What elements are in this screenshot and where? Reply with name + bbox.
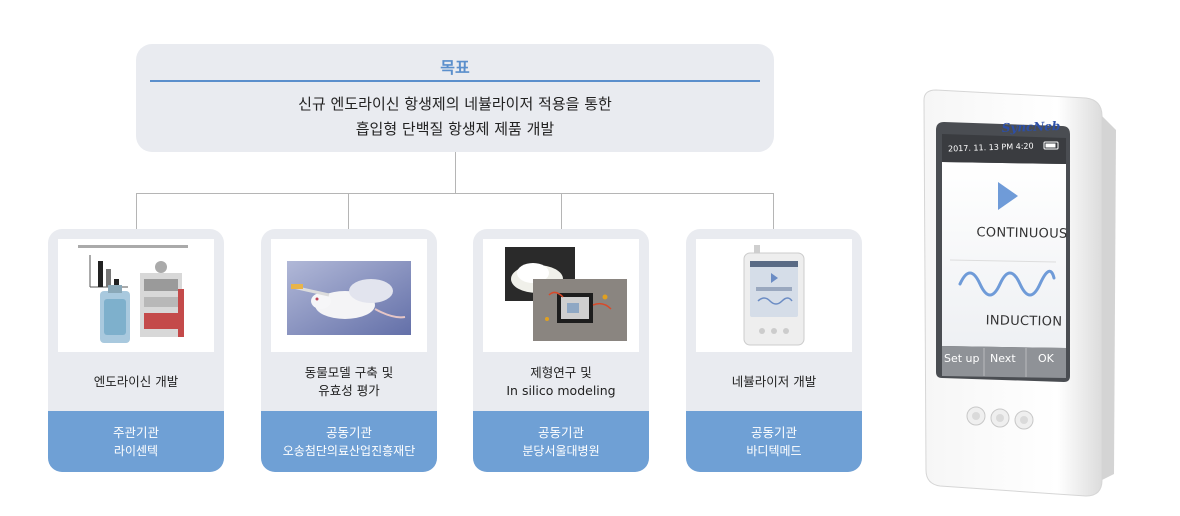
card-role: 공동기관 — [537, 424, 584, 440]
goal-divider — [150, 80, 760, 82]
card-role: 공동기관 — [750, 424, 797, 440]
connector-drop-1 — [136, 193, 137, 229]
powder-and-modeling-photo — [483, 239, 639, 352]
device-next-button: Next — [990, 352, 1016, 365]
nebulizer-device: SyncNeb 2017. 11. 13 PM 4:20 CONTINUOUS … — [916, 86, 1180, 516]
connector-drop-2 — [348, 193, 349, 229]
card-task-line-1: 동물모델 구축 및 — [304, 365, 394, 380]
lab-equipment-photo — [58, 239, 214, 352]
nebulizer-device-photo — [696, 239, 852, 352]
goal-box: 목표 신규 엔도라이신 항생제의 네뷸라이저 적용을 통한 흡입형 단백질 항생… — [136, 44, 774, 152]
card-org: 바디텍메드 — [746, 443, 802, 458]
connector-branch-bar — [136, 193, 774, 194]
device-ok-button: OK — [1038, 352, 1054, 365]
card-task-label: 네뷸라이저 개발 — [686, 357, 862, 407]
card-task-label: 제형연구 및 In silico modeling — [473, 357, 649, 407]
card-task-line-2: 유효성 평가 — [318, 383, 380, 398]
device-setup-button: Set up — [944, 352, 980, 365]
goal-title: 목표 — [440, 58, 470, 77]
card-task-line-1: 네뷸라이저 개발 — [731, 374, 817, 389]
card-institution: 주관기관 라이센텍 — [48, 411, 224, 472]
card-task-label: 동물모델 구축 및 유효성 평가 — [261, 357, 437, 407]
card-institution: 공동기관 분당서울대병원 — [473, 411, 649, 472]
card-org: 라이센텍 — [113, 443, 159, 458]
device-mode-continuous: CONTINUOUS — [976, 225, 1068, 242]
card-institution: 공동기관 바디텍메드 — [686, 411, 862, 472]
card-role: 공동기관 — [325, 424, 372, 440]
wave-icon — [958, 269, 1056, 297]
connector-trunk — [455, 152, 456, 194]
card-task-line-1: 제형연구 및 — [530, 365, 592, 380]
play-icon — [998, 182, 1018, 210]
card-role: 주관기관 — [112, 424, 159, 440]
card-nebulizer: 네뷸라이저 개발 공동기관 바디텍메드 — [686, 229, 862, 472]
card-institution: 공동기관 오송첨단의료산업진흥재단 — [261, 411, 437, 472]
goal-description: 신규 엔도라이신 항생제의 네뷸라이저 적용을 통한 흡입형 단백질 항생제 제… — [136, 92, 774, 142]
goal-line-2: 흡입형 단백질 항생제 제품 개발 — [355, 120, 555, 138]
device-mode-induction: INDUCTION — [985, 313, 1063, 330]
card-animal-model: 동물모델 구축 및 유효성 평가 공동기관 오송첨단의료산업진흥재단 — [261, 229, 437, 472]
card-org: 분당서울대병원 — [522, 443, 600, 458]
connector-drop-3 — [561, 193, 562, 229]
lab-mouse-photo — [271, 239, 427, 352]
goal-line-1: 신규 엔도라이신 항생제의 네뷸라이저 적용을 통한 — [298, 95, 612, 113]
card-formulation: 제형연구 및 In silico modeling 공동기관 분당서울대병원 — [473, 229, 649, 472]
card-task-label: 엔도라이신 개발 — [48, 357, 224, 407]
card-task-line-1: 엔도라이신 개발 — [93, 374, 179, 389]
card-endolysin: 엔도라이신 개발 주관기관 라이센텍 — [48, 229, 224, 472]
connector-drop-4 — [773, 193, 774, 229]
card-org: 오송첨단의료산업진흥재단 — [282, 443, 416, 458]
card-task-line-2: In silico modeling — [506, 383, 616, 398]
